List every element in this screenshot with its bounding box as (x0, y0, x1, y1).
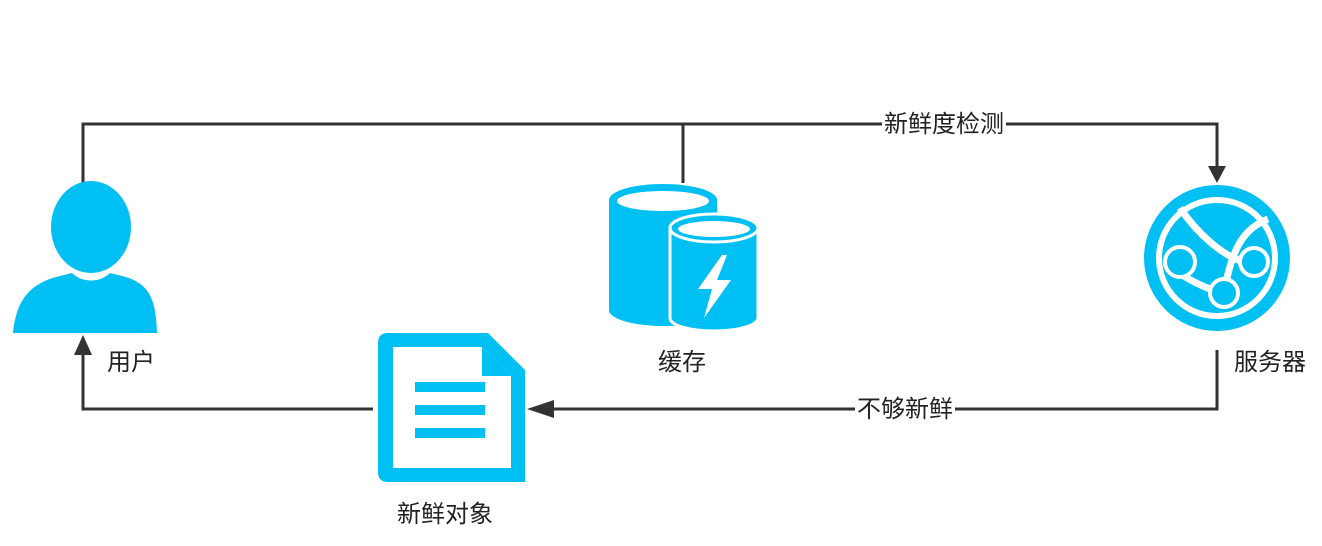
arrowhead-to-user (74, 335, 92, 355)
fresh-object-label: 新鲜对象 (397, 500, 493, 528)
cache-database-icon (609, 184, 760, 333)
arrowhead-to-fresh-object (527, 400, 554, 418)
edge-label-freshness-check: 新鲜度检测 (882, 110, 1006, 138)
connector-freshness-check (81, 122, 1219, 183)
server-label: 服务器 (1234, 348, 1306, 376)
connector-not-fresh (81, 350, 1219, 411)
cache-label: 缓存 (658, 348, 706, 376)
arrowhead-to-server (1208, 166, 1226, 183)
document-icon (378, 333, 525, 482)
edge-label-not-fresh: 不够新鲜 (855, 395, 955, 423)
user-icon (13, 181, 157, 333)
server-globe-icon (1144, 185, 1290, 331)
user-label: 用户 (107, 348, 155, 376)
